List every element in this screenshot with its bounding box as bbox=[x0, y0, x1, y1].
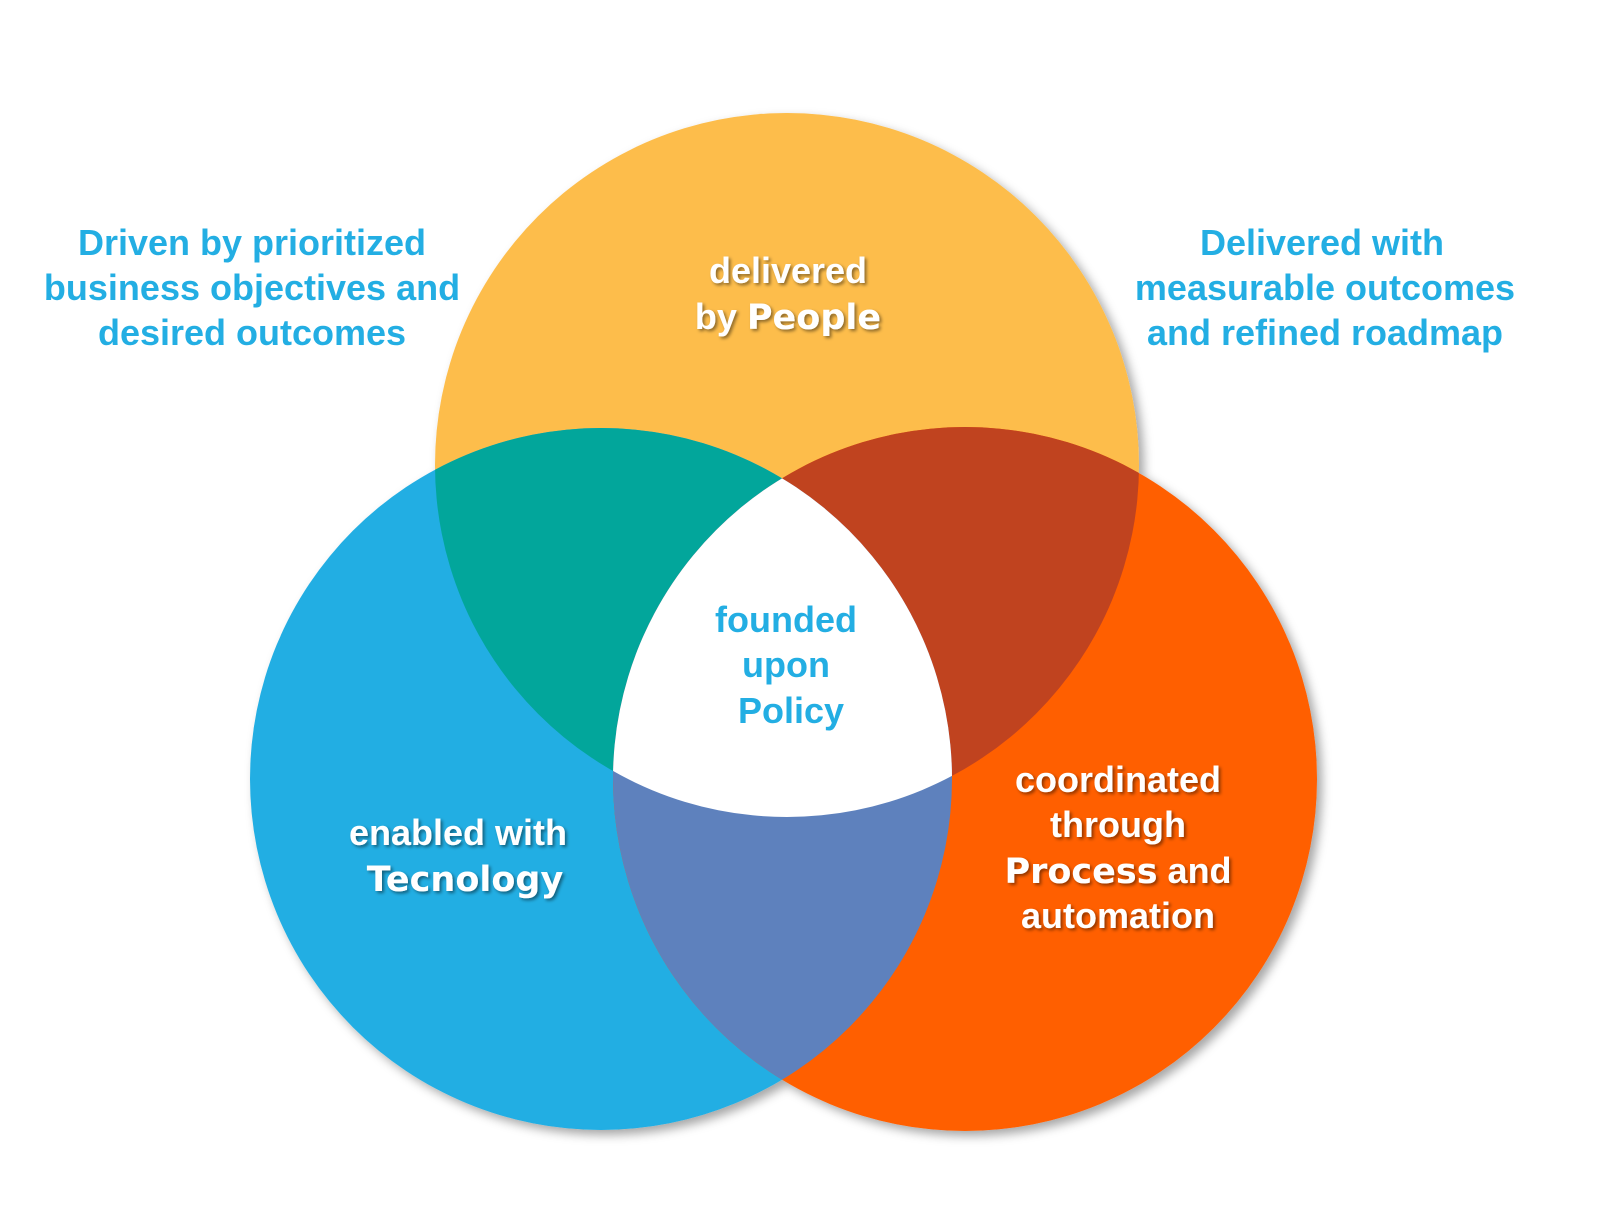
policy-line: upon bbox=[742, 644, 830, 685]
technology-keyword: Tecnology bbox=[367, 860, 564, 900]
svg-text:by People: by People bbox=[695, 296, 881, 338]
process-line: coordinated bbox=[1015, 759, 1221, 800]
right-note: Delivered with measurable outcomes and r… bbox=[1135, 222, 1515, 353]
process-line: automation bbox=[1021, 895, 1215, 936]
policy-line: founded bbox=[715, 599, 857, 640]
svg-text:Process and: Process and bbox=[1004, 850, 1231, 892]
people-prefix: by bbox=[695, 296, 747, 337]
people-line: delivered bbox=[709, 250, 867, 291]
people-keyword: People bbox=[747, 298, 881, 338]
right-note-line: and refined roadmap bbox=[1147, 312, 1503, 353]
left-note-line: business objectives and bbox=[44, 267, 460, 308]
left-note-line: Driven by prioritized bbox=[78, 222, 426, 263]
technology-line: enabled with bbox=[349, 812, 567, 853]
process-keyword: Process bbox=[1004, 852, 1157, 892]
policy-label: founded upon Policy bbox=[715, 599, 857, 731]
technology-label: enabled with Tecnology bbox=[349, 812, 567, 900]
left-note-line: desired outcomes bbox=[98, 312, 406, 353]
right-note-line: Delivered with bbox=[1200, 222, 1444, 263]
process-line: through bbox=[1050, 804, 1186, 845]
process-label: coordinated through Process and automati… bbox=[1004, 759, 1231, 936]
people-label: delivered by People bbox=[695, 250, 881, 338]
policy-keyword: Policy bbox=[738, 690, 844, 731]
left-note: Driven by prioritized business objective… bbox=[44, 222, 460, 353]
process-suffix: and bbox=[1158, 850, 1232, 891]
right-note-line: measurable outcomes bbox=[1135, 267, 1515, 308]
